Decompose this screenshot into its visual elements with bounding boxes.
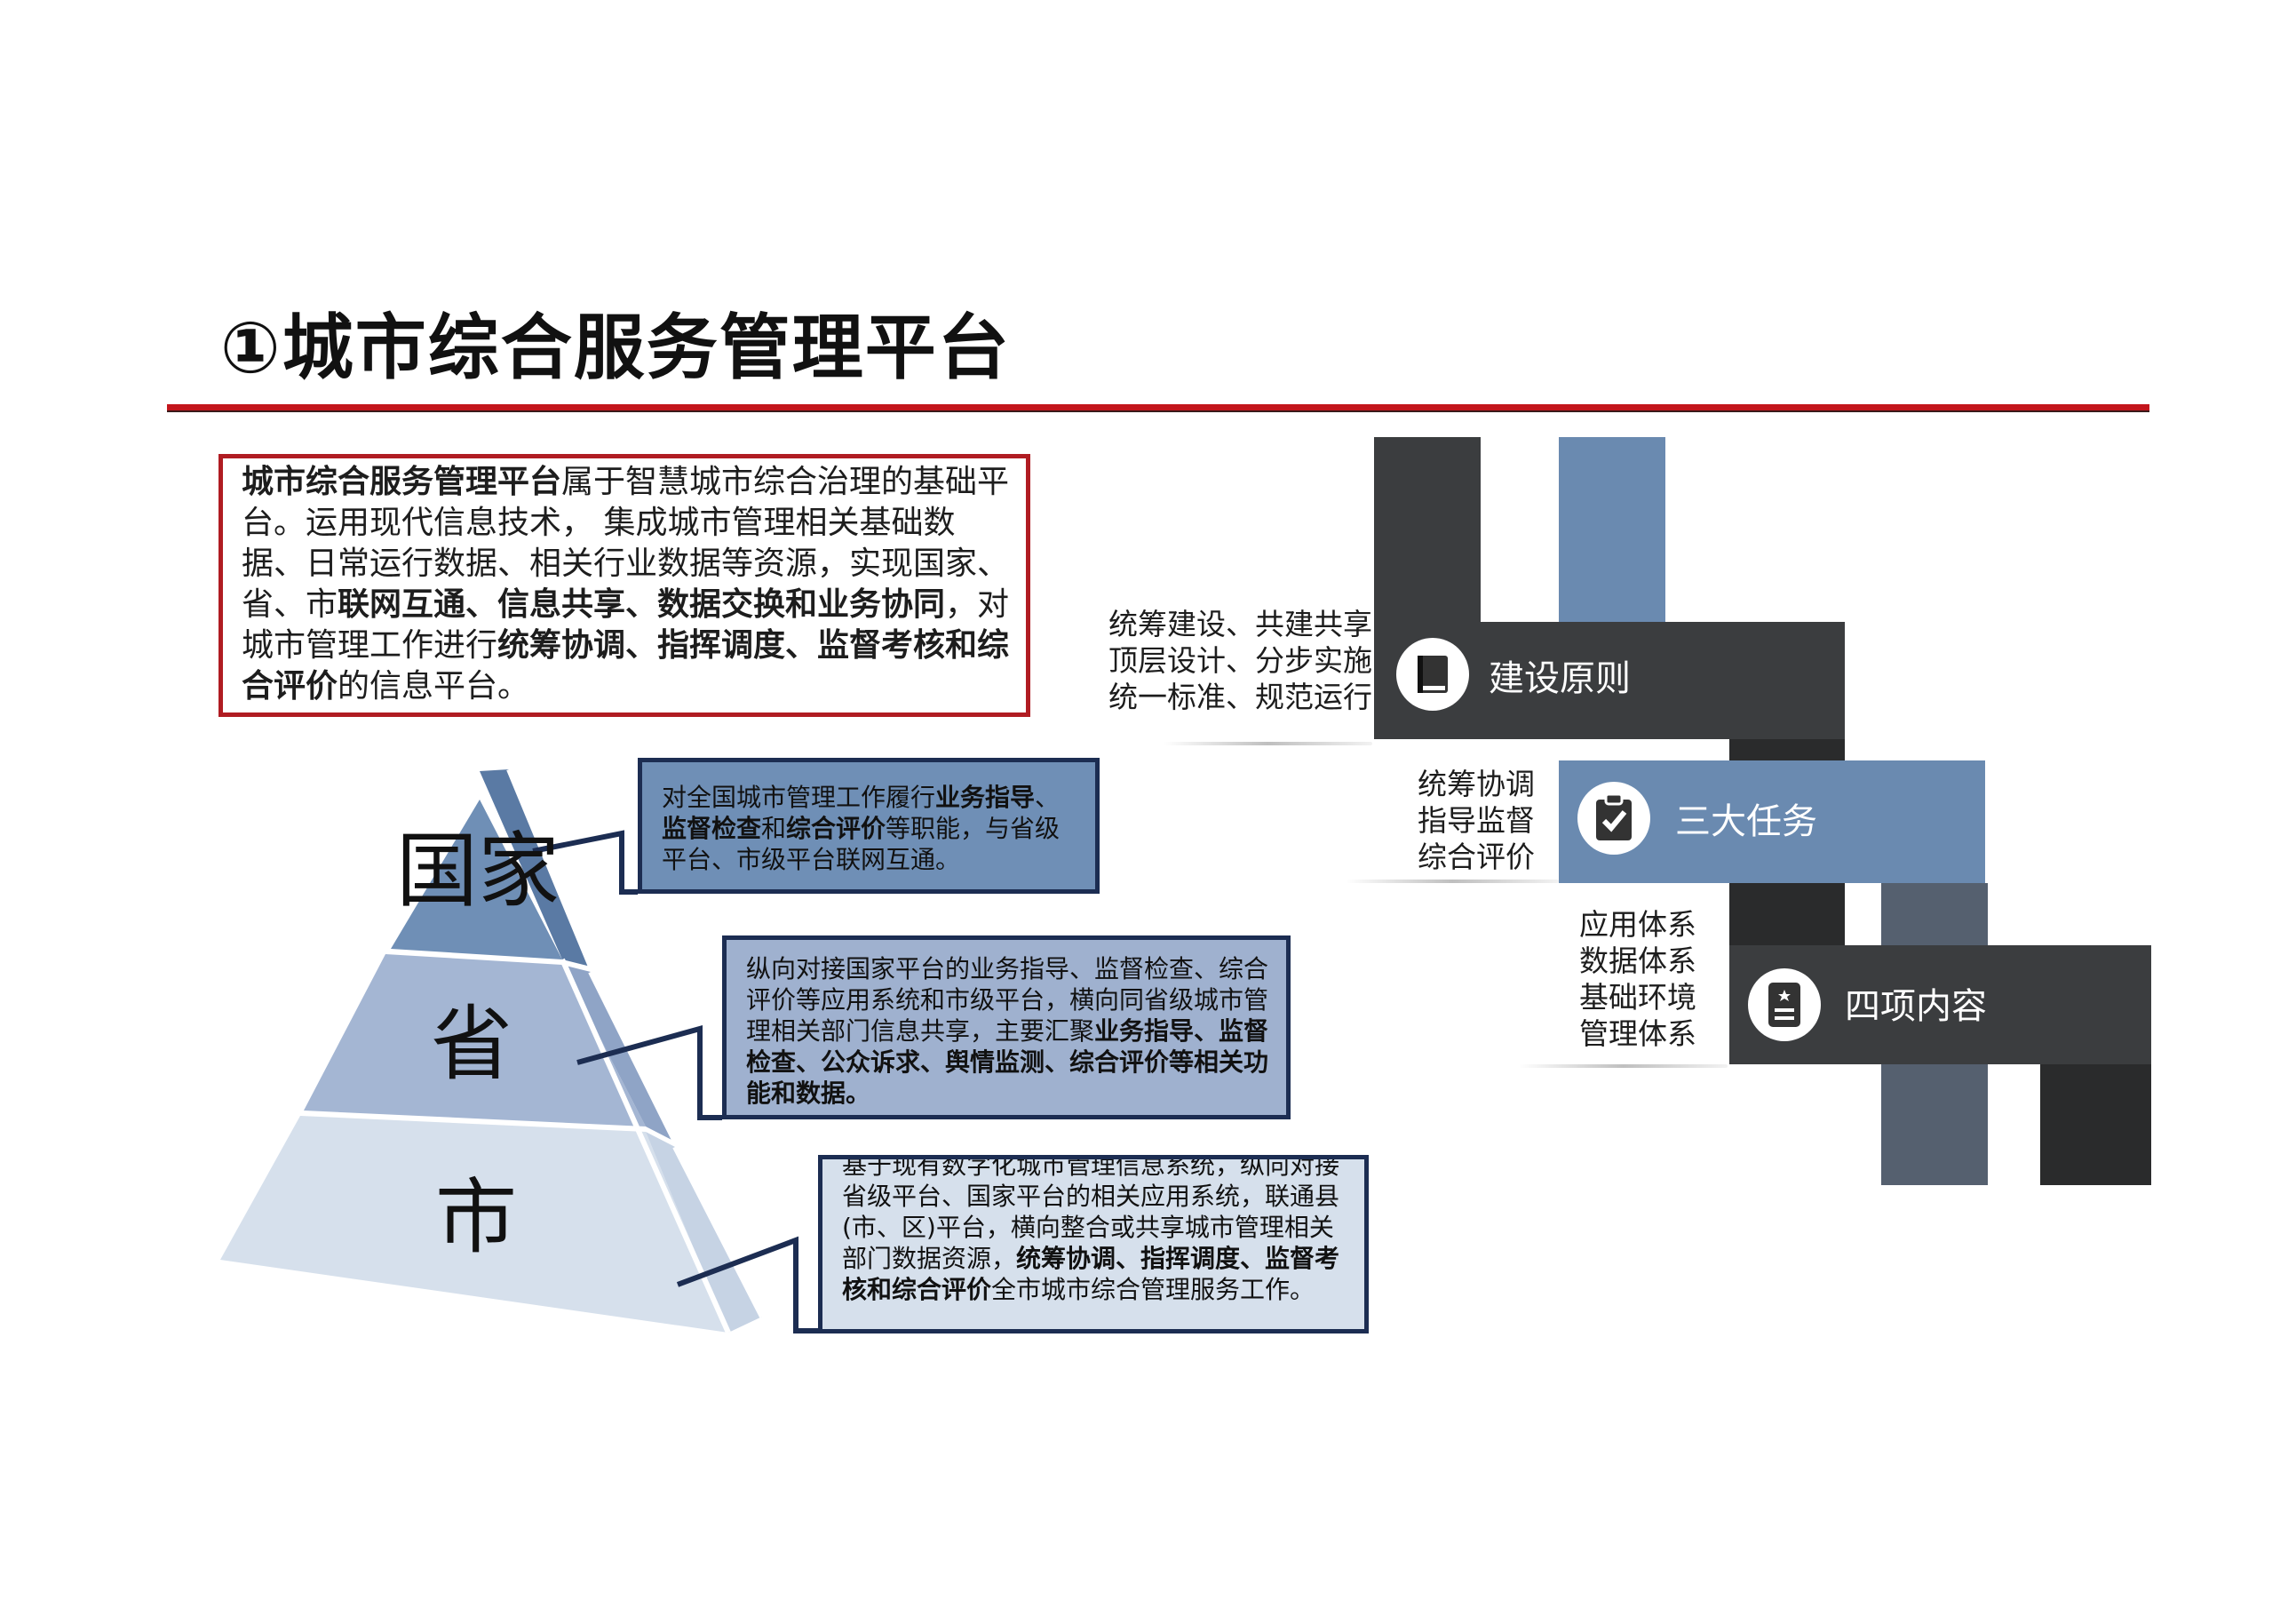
shadow-line-tasks [1346, 880, 1559, 883]
bar-darkest-vertical [2040, 1064, 2151, 1185]
emphasis-text: 综合评价 [786, 814, 886, 843]
shadow-line-content [1519, 1064, 1728, 1068]
content-list-item: 数据体系 [1579, 943, 1696, 978]
body-text: ，对城市管理工作进行 [242, 586, 1010, 664]
title-underline-shadow [167, 410, 2149, 412]
tasks-list: 统筹协调 指导监督 综合评价 [1332, 766, 1535, 875]
description-city-text: 基于现有数字化城市管理信息系统，纵向对接省级平台、国家平台的相关应用系统，联通县… [842, 1155, 1348, 1305]
emphasis-text: 监督检查 [662, 814, 762, 843]
content-list: 应用体系 数据体系 基础环境 管理体系 [1492, 906, 1696, 1052]
tag-label-tasks: 三大任务 [1675, 801, 1817, 842]
pyramid-tier-national-face [391, 800, 562, 959]
description-national: 对全国城市管理工作履行业务指导、监督检查和综合评价等职能，与省级平台、市级平台联… [638, 758, 1100, 894]
emphasis-text: 统筹协调、指挥调度、监督考核和综合评价 [842, 1244, 1340, 1304]
clipboard-check-icon [1577, 782, 1650, 855]
pyramid-tier-national-side [480, 769, 591, 967]
connector-national [532, 830, 638, 895]
connector-city [676, 1236, 818, 1333]
pyramid-label-city: 市 [435, 1170, 518, 1265]
body-text: 等职能，与省级平台、市级平台联网互通。 [662, 814, 1061, 874]
pyramid-tier-city-face [220, 1116, 728, 1333]
body-text: 纵向对接国家平台的业务指导、监督检查、综合评价等应用系统和市级平台，横向同省级城… [746, 954, 1269, 1046]
body-text: 全市城市综合管理服务工作。 [991, 1275, 1315, 1304]
emphasis-text: 业务指导 [935, 783, 1036, 812]
body-text: 、 [1035, 783, 1061, 812]
body-text: 基于现有数字化城市管理信息系统，纵向对接省级平台、国家平台的相关应用系统，联通县… [842, 1155, 1340, 1273]
book-icon [1396, 638, 1469, 711]
badge-list-icon [1748, 968, 1821, 1041]
connector-province [576, 1025, 722, 1120]
content-list-item: 管理体系 [1579, 1016, 1696, 1051]
bar-content-vertical-mid [1729, 883, 1845, 945]
content-list-item: 应用体系 [1579, 907, 1696, 942]
description-city: 基于现有数字化城市管理信息系统，纵向对接省级平台、国家平台的相关应用系统，联通县… [818, 1155, 1369, 1333]
principles-list-item: 统一标准、规范运行 [1108, 680, 1372, 714]
tasks-list-item: 指导监督 [1418, 803, 1535, 838]
intro-text: 城市综合服务管理平台属于智慧城市综合治理的基础平台。运用现代信息技术， 集成城市… [242, 462, 1014, 707]
body-text: 的信息平台。 [338, 668, 530, 705]
bar-tasks-vertical-top [1559, 437, 1665, 622]
tag-label-principles: 建设原则 [1489, 658, 1631, 699]
pyramid-tier-city-side [646, 1132, 762, 1333]
emphasis-text: 联网互通、信息共享、数据交换和业务协同 [338, 586, 946, 623]
intro-box [218, 454, 1030, 717]
principles-list-item: 顶层设计、分步实施 [1108, 643, 1372, 678]
page-title: ①城市综合服务管理平台 [220, 306, 1011, 389]
emphasis-text: 城市综合服务管理平台 [242, 464, 562, 500]
content-list-item: 基础环境 [1579, 980, 1696, 1015]
body-text: 属于智慧城市综合治理的基础平台。运用现代信息技术， 集成城市管理相关基础数据、日… [242, 464, 1010, 623]
principles-list: 统筹建设、共建共享 顶层设计、分步实施 统一标准、规范运行 [1097, 606, 1372, 715]
body-text: 和 [761, 814, 787, 843]
principles-list-item: 统筹建设、共建共享 [1108, 607, 1372, 641]
pyramid-label-province: 省 [431, 997, 513, 1092]
title-underline [167, 404, 2149, 410]
emphasis-text: 统筹协调、指挥调度、监督考核和综合评价 [242, 627, 1010, 705]
pyramid-tier-province-face [304, 954, 646, 1126]
body-text: 对全国城市管理工作履行 [662, 783, 936, 812]
pyramid-label-national: 国家 [396, 824, 560, 919]
description-province: 纵向对接国家平台的业务指导、监督检查、综合评价等应用系统和市级平台，横向同省级城… [722, 935, 1291, 1119]
tasks-list-item: 综合评价 [1418, 840, 1535, 874]
tasks-list-item: 统筹协调 [1418, 767, 1535, 801]
tag-label-content: 四项内容 [1845, 986, 1987, 1027]
emphasis-text: 业务指导、监督检查、公众诉求、舆情监测、综合评价等相关功能和数据。 [746, 1016, 1269, 1108]
shadow-line-principles [1164, 742, 1372, 745]
